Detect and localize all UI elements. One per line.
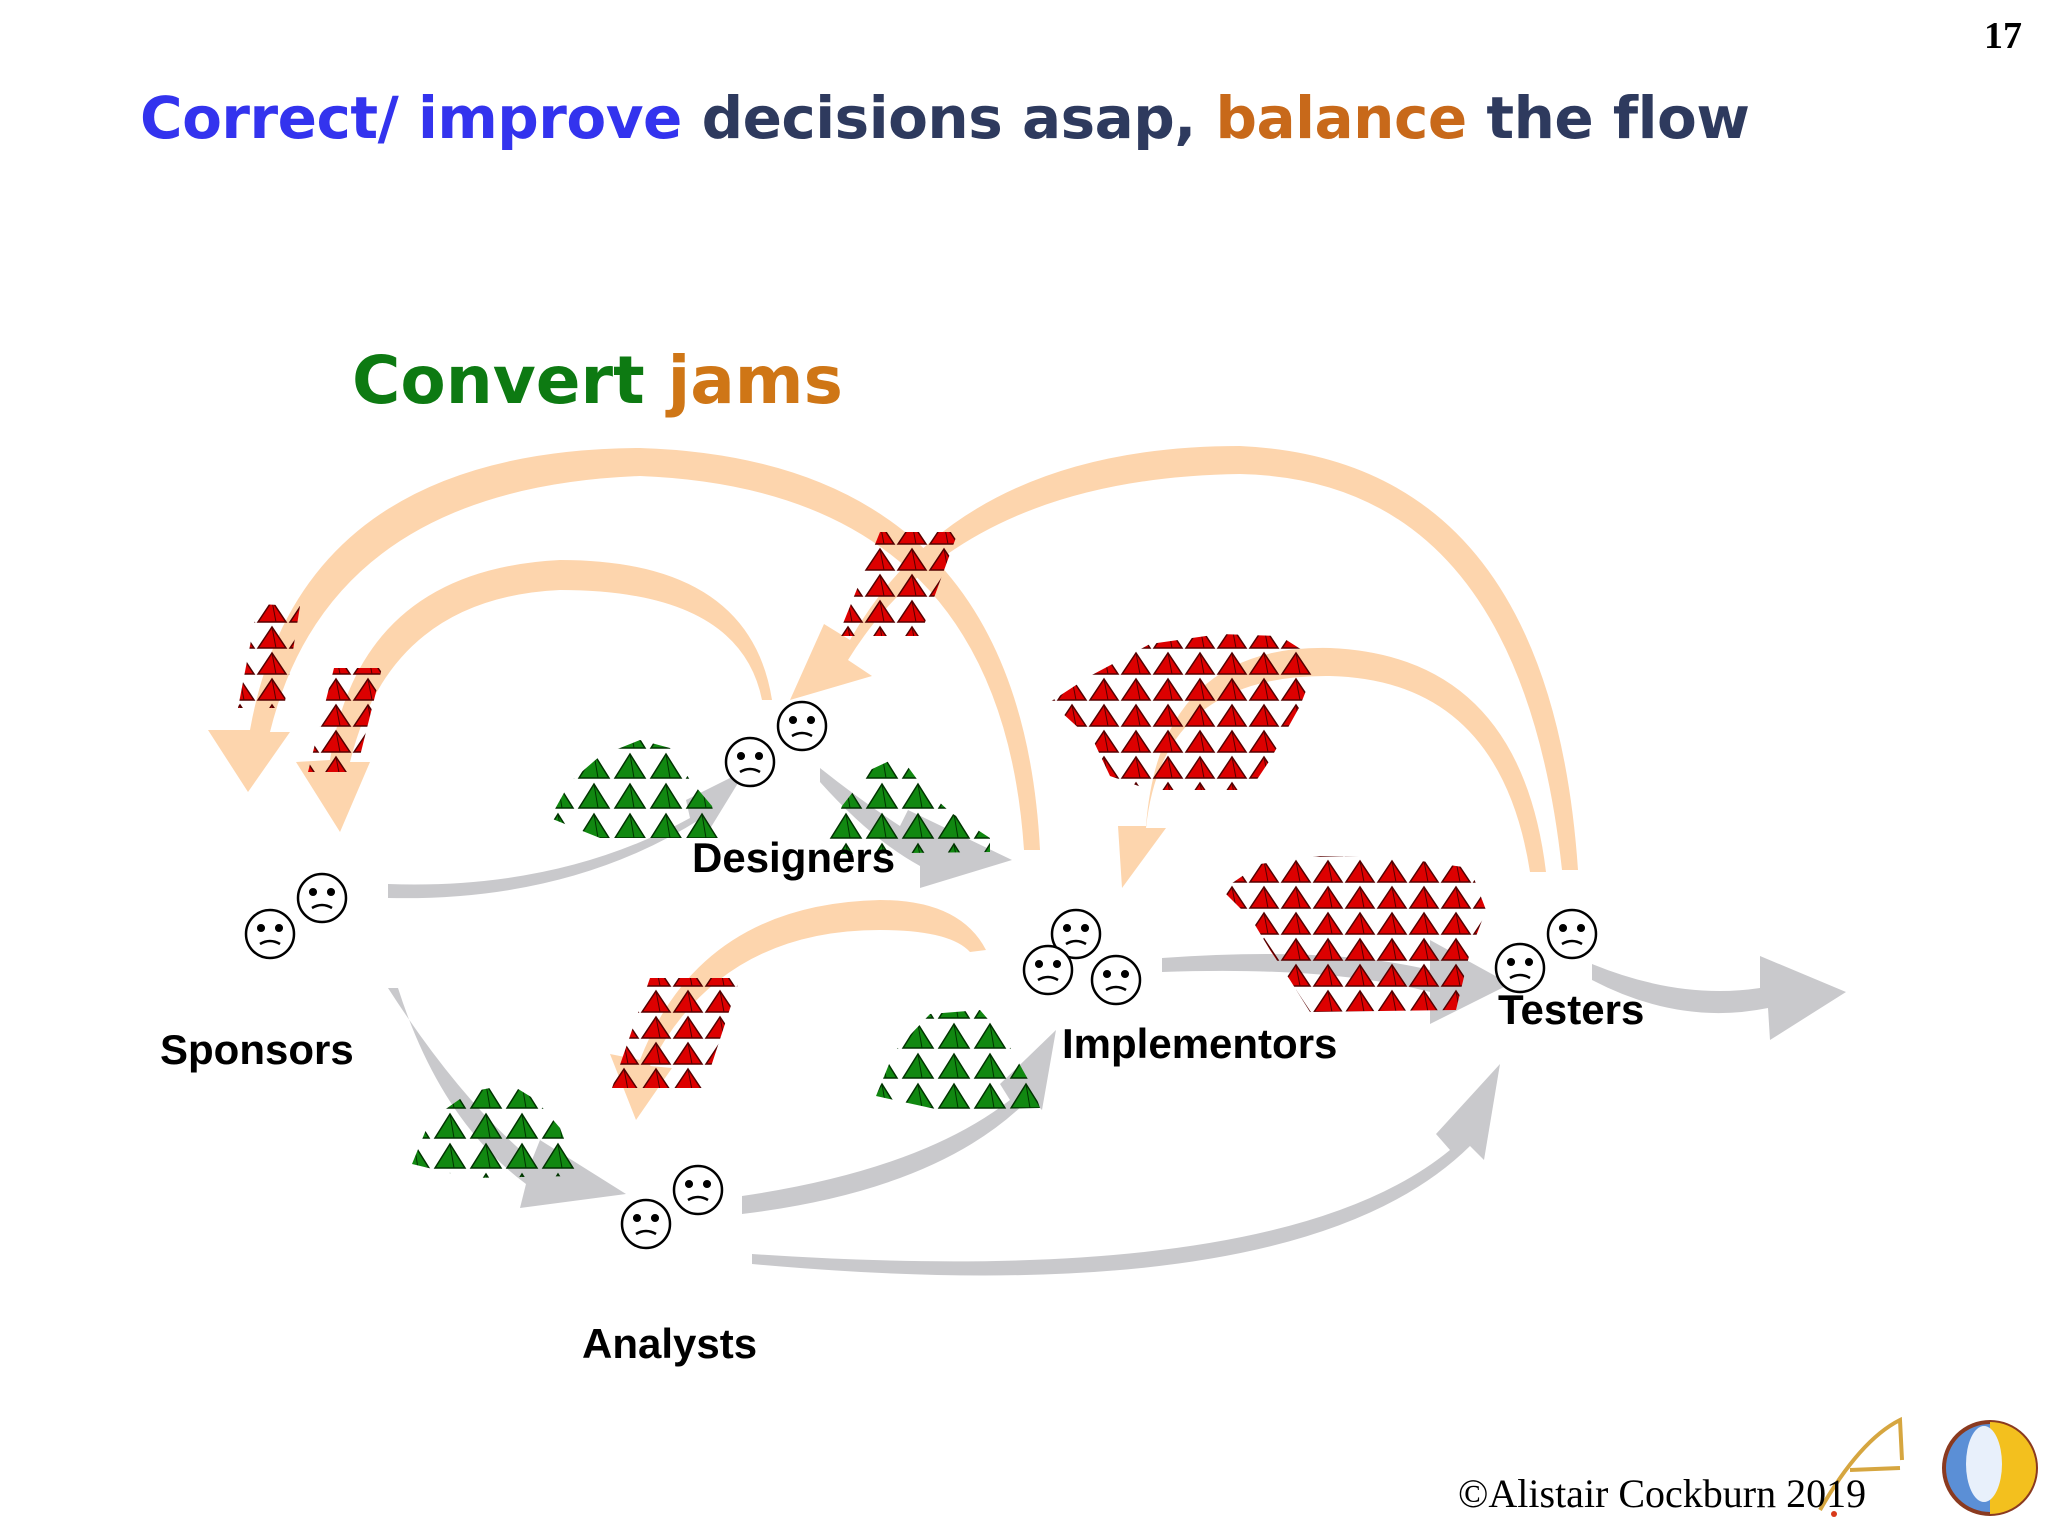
- sad-face-icon: [620, 1198, 672, 1250]
- label-implementors: Implementors: [1062, 1020, 1338, 1067]
- sad-face-icon: [1494, 942, 1546, 994]
- red-column-analysts: [612, 978, 740, 1088]
- sad-face-icon: [1546, 908, 1598, 960]
- red-column-designers: [838, 532, 958, 636]
- feedback-arrow-designers-sponsors: [296, 560, 772, 832]
- slide-title: Correct/ improve decisions asap, balance…: [140, 84, 1750, 152]
- forward-arrow-analysts-testers: [752, 1064, 1500, 1276]
- sad-face-icon: [776, 700, 828, 752]
- green-pile-implementors: [876, 1010, 1040, 1110]
- copyright-notice: ©Alistair Cockburn 2019: [1458, 1471, 1867, 1516]
- slide-number: 17: [1984, 15, 2022, 57]
- label-testers: Testers: [1498, 986, 1645, 1033]
- sad-face-icon: [672, 1164, 724, 1216]
- sad-face-icon: [1050, 908, 1102, 960]
- sad-face-icon: [724, 736, 776, 788]
- title-part-balance: balance: [1215, 84, 1467, 152]
- sad-face-icon: [296, 872, 348, 924]
- label-designers: Designers: [692, 834, 896, 881]
- forward-arrow-analysts-implementors: [742, 1030, 1056, 1214]
- completed-work-piles: [412, 740, 1040, 1178]
- green-pile-designers-right: [828, 756, 990, 854]
- red-column-sponsors-inner: [308, 668, 382, 772]
- ac-logo-icon: [1818, 1416, 2038, 1517]
- subtitle-part-jams: jams: [667, 342, 843, 419]
- subtitle: Convert jams: [352, 342, 843, 419]
- title-part-flow: the flow: [1466, 84, 1750, 152]
- forward-arrow-output: [1592, 956, 1846, 1040]
- subtitle-part-convert: Convert: [352, 342, 668, 419]
- red-pile-testers: [1222, 856, 1486, 1012]
- label-sponsors: Sponsors: [160, 1026, 354, 1073]
- sad-face-icon: [244, 908, 296, 960]
- people-faces: [244, 700, 1598, 1250]
- title-part-decisions: decisions asap,: [681, 84, 1216, 152]
- green-pile-analysts: [412, 1084, 578, 1178]
- sad-face-icon: [1022, 944, 1074, 996]
- green-pile-designers-left: [550, 740, 720, 838]
- jammed-work-piles: [238, 532, 1486, 1088]
- red-column-sponsors-outer: [238, 604, 300, 708]
- red-pile-implementors: [1050, 634, 1318, 790]
- label-analysts: Analysts: [582, 1320, 758, 1367]
- forward-arrow-implementors-testers: [1162, 940, 1510, 1024]
- title-part-correct-improve: Correct/ improve: [140, 84, 682, 152]
- sad-face-icon: [1090, 954, 1142, 1006]
